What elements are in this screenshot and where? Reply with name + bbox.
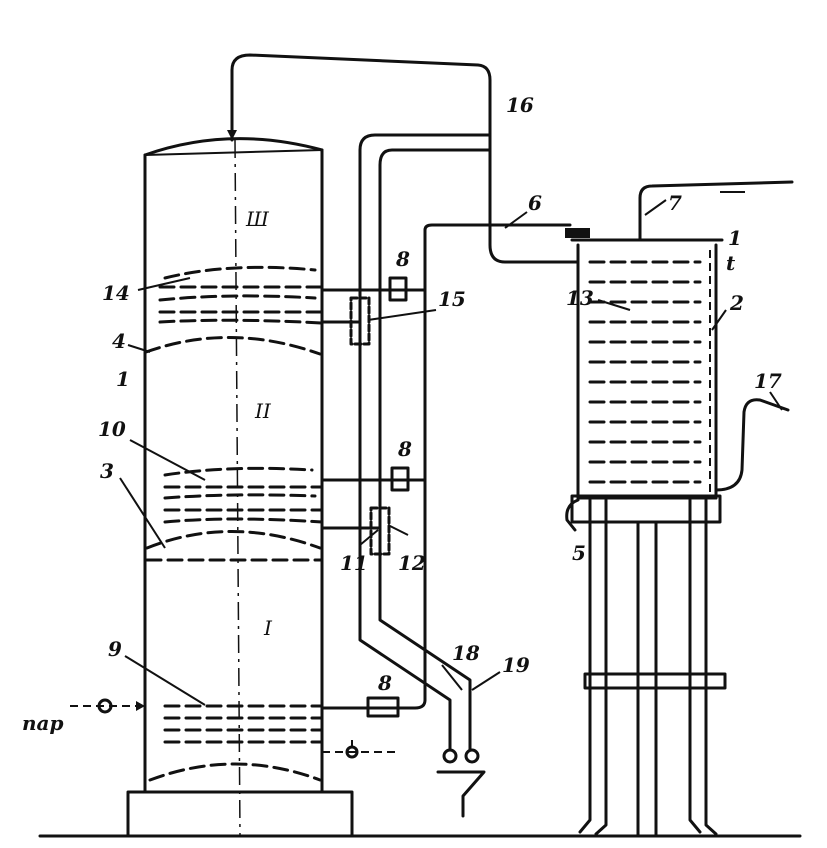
pipe-18 (358, 133, 492, 752)
callout-3: 3 (100, 459, 114, 483)
feed-pipe-6 (423, 223, 572, 232)
callout-9: 9 (108, 637, 122, 661)
steam-inlet (70, 698, 145, 714)
steam-label: пар (22, 711, 64, 735)
hose-17 (714, 398, 790, 492)
callout-8-lower: 8 (377, 671, 392, 695)
callout-1-column: 1 (116, 367, 130, 391)
regulator-12 (369, 506, 391, 556)
stand (570, 494, 727, 838)
column-axis (234, 139, 241, 837)
tank (565, 180, 794, 532)
callout-1-tank: 1 (728, 226, 742, 250)
callout-8-upper: 8 (395, 247, 410, 271)
callout-13: 13 (566, 286, 594, 310)
pipe-19 (378, 148, 492, 752)
leader-lines (119, 199, 783, 706)
tank-liquid (588, 260, 702, 484)
stand-crossbar (583, 672, 727, 690)
trap-8-lower (366, 696, 400, 718)
coil-9 (163, 704, 324, 744)
connections-lower (320, 696, 402, 718)
callout-12: 12 (398, 551, 426, 575)
trap-8-middle (390, 466, 410, 492)
outlet-pipe-7 (638, 180, 794, 242)
callout-5: 5 (572, 541, 586, 565)
section-label-lower: I (263, 616, 273, 640)
callout-17: 17 (754, 369, 782, 393)
callout-10: 10 (98, 417, 126, 441)
callout-7: 7 (668, 191, 682, 215)
tank-lid (565, 228, 590, 238)
section-label-upper: Ш (245, 207, 270, 231)
bottom-dish (148, 762, 322, 782)
coil-10 (163, 466, 324, 524)
column (126, 137, 354, 838)
trap-8-upper (388, 276, 408, 302)
regulator-15 (349, 296, 371, 346)
connections-middle (320, 466, 427, 556)
connections-upper (320, 276, 427, 346)
tap-5 (565, 498, 580, 532)
callout-t: t (726, 251, 736, 275)
coil-14 (158, 265, 324, 325)
partition-3 (145, 530, 322, 550)
callout-14: 14 (102, 281, 130, 305)
steam-valve (97, 698, 113, 714)
callout-8-middle: 8 (397, 437, 412, 461)
callout-4: 4 (112, 329, 126, 353)
vapour-pipe-16 (230, 53, 580, 264)
partition-4 (144, 336, 322, 356)
section-label-middle: II (254, 399, 272, 423)
callout-11: 11 (340, 551, 368, 575)
callout-2: 2 (729, 291, 744, 315)
drain-tap (322, 740, 400, 759)
callout-6: 6 (528, 191, 542, 215)
callout-15: 15 (438, 287, 466, 311)
callout-16: 16 (506, 93, 534, 117)
funnel (436, 770, 486, 818)
callout-18: 18 (452, 641, 480, 665)
callout-19: 19 (502, 653, 530, 677)
